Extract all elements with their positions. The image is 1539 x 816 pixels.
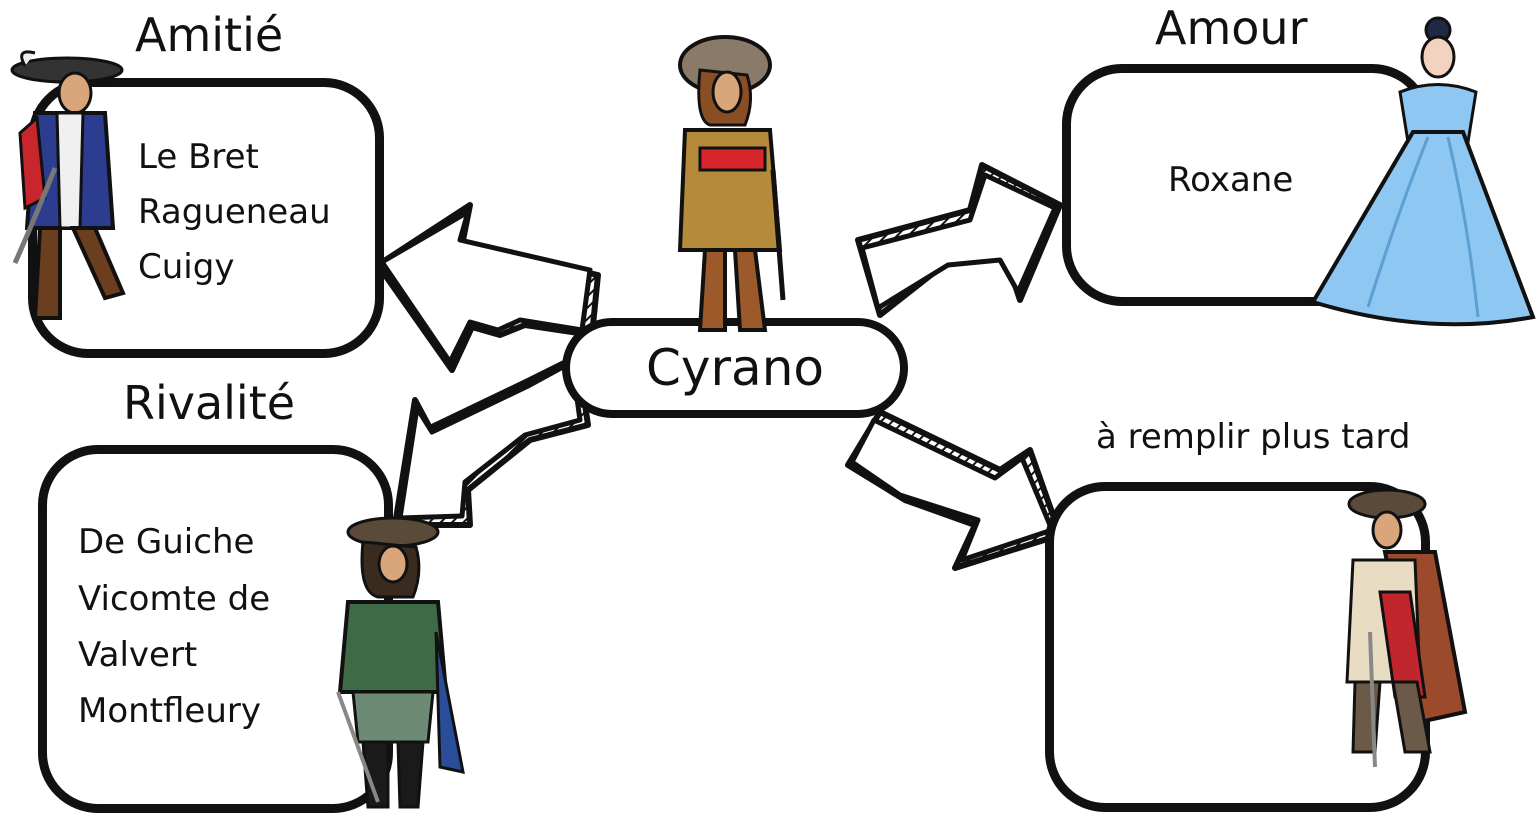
rivalite-title: Rivalité (123, 376, 296, 430)
arrow-to-rivalite (392, 353, 591, 528)
cyrano-label: Cyrano (646, 339, 824, 397)
princess-figure-icon (1309, 16, 1536, 327)
musketeer-figure-icon (10, 50, 126, 320)
amitie-title: Amitié (135, 8, 284, 62)
cyrano-node: Cyrano (562, 318, 908, 418)
amour-name: Roxane (1168, 160, 1294, 200)
rivalite-name: Valvert (78, 635, 198, 675)
arrow-to-amour (855, 162, 1063, 318)
rival-figure-icon (336, 516, 465, 809)
rivalite-name: Vicomte de (78, 579, 271, 619)
plus-tard-title: à remplir plus tard (1096, 417, 1411, 457)
rivalite-name: De Guiche (78, 522, 255, 562)
cloaked-figure-icon (1345, 488, 1468, 768)
rivalite-name: Montfleury (78, 691, 261, 731)
amour-title: Amour (1155, 1, 1308, 55)
rivalite-box (38, 445, 393, 813)
amitie-name: Ragueneau (138, 192, 331, 232)
cyrano-figure-icon (677, 35, 786, 332)
arrow-to-plus-tard (845, 409, 1063, 571)
amitie-name: Le Bret (138, 137, 259, 177)
amitie-name: Cuigy (138, 247, 235, 287)
arrow-to-amitie (375, 202, 601, 373)
